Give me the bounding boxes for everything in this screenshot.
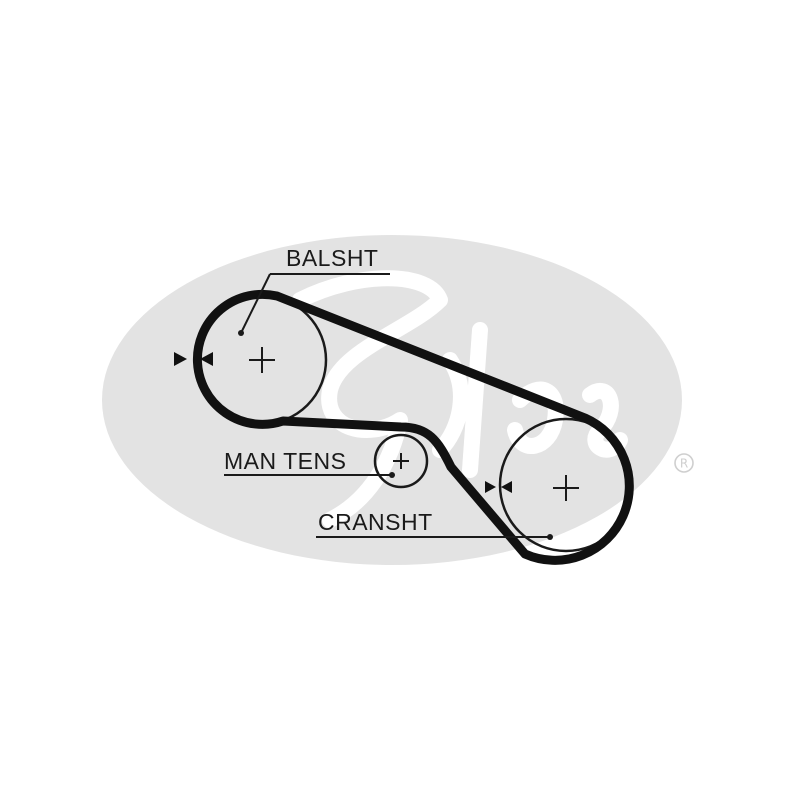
timing-belt [192, 289, 634, 565]
crankshaft-callout: CRANSHT [316, 509, 553, 540]
balance-shaft-callout: BALSHT [238, 245, 390, 336]
manual-tensioner-label: MAN TENS [224, 448, 346, 474]
logo-script [292, 270, 628, 528]
timing-mark-crank [485, 481, 512, 493]
timing-mark-balance [174, 352, 213, 366]
crankshaft-label: CRANSHT [318, 509, 433, 535]
gates-logo: R [102, 235, 694, 565]
registered-mark: R [680, 457, 688, 471]
manual-tensioner-callout: MAN TENS [224, 448, 395, 478]
registered-icon: R [674, 453, 694, 473]
manual-tensioner-pulley [373, 433, 429, 489]
logo-ellipse [102, 235, 682, 565]
balance-shaft-label: BALSHT [286, 245, 378, 271]
